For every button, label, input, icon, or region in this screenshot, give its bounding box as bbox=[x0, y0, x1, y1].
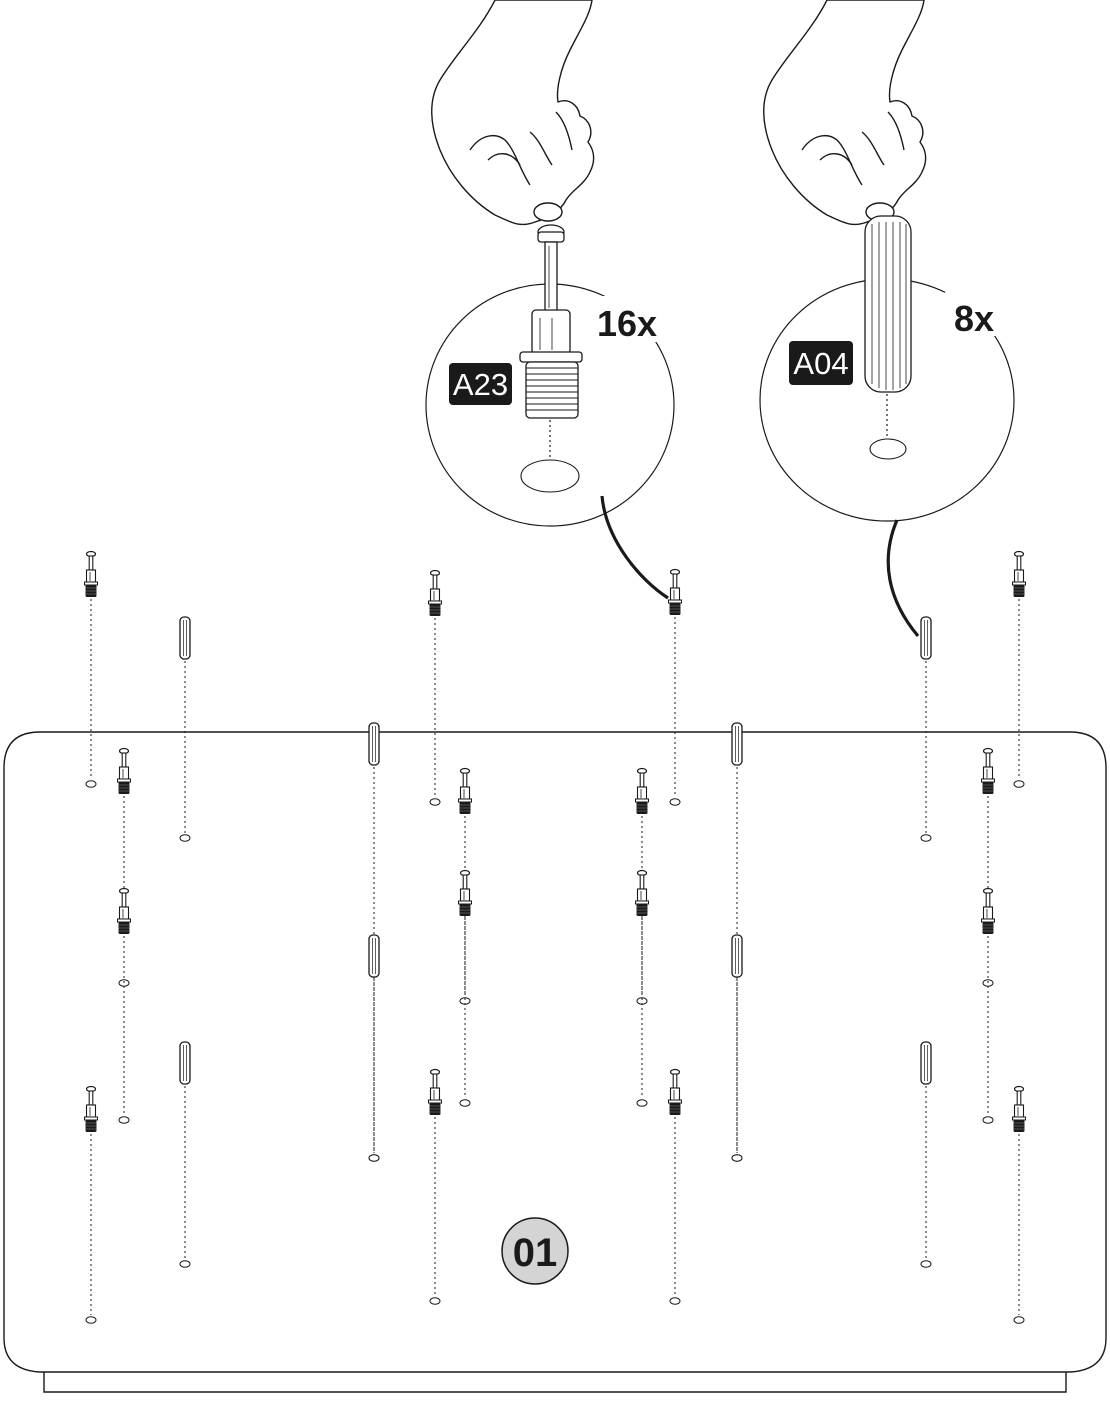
callout-a23-leader bbox=[600, 495, 669, 600]
callout-a04-leader bbox=[886, 519, 920, 638]
cam-bolt-fitting bbox=[83, 550, 99, 788]
cam-bolt-icon bbox=[457, 767, 473, 815]
hole-icon bbox=[1013, 1316, 1025, 1324]
cam-bolt-fitting bbox=[116, 747, 132, 987]
quantity-knockout-a04 bbox=[945, 292, 1001, 336]
hole-icon bbox=[179, 834, 191, 842]
dowel-fitting bbox=[179, 616, 191, 842]
cam-bolt-fitting bbox=[457, 869, 473, 1107]
cam-bolt-icon bbox=[519, 224, 583, 493]
cam-bolt-icon bbox=[980, 887, 996, 935]
dowel-icon bbox=[179, 616, 191, 660]
hole-icon bbox=[731, 1154, 743, 1162]
cam-bolt-icon bbox=[634, 767, 650, 815]
cam-bolt-fitting bbox=[427, 1068, 443, 1305]
cam-bolt-fitting bbox=[427, 569, 443, 806]
hole-icon bbox=[920, 834, 932, 842]
part-code-a23: A23 bbox=[453, 367, 508, 402]
cam-bolt-icon bbox=[427, 1068, 443, 1116]
cam-bolt-icon bbox=[1011, 550, 1027, 598]
hole-icon bbox=[179, 1260, 191, 1268]
hole-icon bbox=[429, 1297, 441, 1305]
panel-number-circle bbox=[501, 1217, 569, 1285]
cam-bolt-icon bbox=[116, 887, 132, 935]
panel-01 bbox=[3, 731, 1107, 1393]
hole-icon bbox=[85, 1316, 97, 1324]
dowel-icon bbox=[368, 934, 380, 978]
callout-a04: A04 8x bbox=[759, 0, 1015, 638]
cam-bolt-fitting bbox=[1011, 1085, 1027, 1324]
part-code-a04: A04 bbox=[793, 346, 848, 381]
panel-edge bbox=[43, 1372, 1067, 1393]
cam-bolt-icon bbox=[634, 869, 650, 917]
hand-icon bbox=[763, 0, 927, 226]
dowel-fitting bbox=[368, 934, 380, 1162]
dowel-icon bbox=[920, 616, 932, 660]
quantity-a23: 16x bbox=[597, 303, 657, 344]
dowel-fitting bbox=[179, 1041, 191, 1268]
part-code-badge-a23 bbox=[449, 363, 512, 405]
panel-number: 01 bbox=[513, 1231, 558, 1275]
hand-icon bbox=[431, 0, 595, 226]
dowel-icon bbox=[179, 1041, 191, 1085]
dowel-fitting bbox=[920, 1041, 932, 1268]
cam-bolt-fitting bbox=[667, 568, 683, 806]
hole-icon bbox=[669, 798, 681, 806]
dowel-fitting bbox=[368, 722, 380, 1162]
cam-bolt-icon bbox=[427, 569, 443, 617]
cam-bolt-fitting bbox=[116, 887, 132, 1124]
cam-bolt-fitting bbox=[667, 1068, 683, 1305]
dowel-fitting bbox=[731, 722, 743, 1162]
hole-icon bbox=[982, 1116, 994, 1124]
cam-bolt-icon bbox=[83, 1085, 99, 1133]
hole-icon bbox=[118, 1116, 130, 1124]
dowel-icon bbox=[864, 215, 912, 460]
cam-bolt-fitting bbox=[634, 869, 650, 1107]
hole-icon bbox=[429, 798, 441, 806]
quantity-a04: 8x bbox=[954, 298, 994, 339]
cam-bolt-icon bbox=[667, 1068, 683, 1116]
hole-icon bbox=[1013, 780, 1025, 788]
hole-icon bbox=[669, 1297, 681, 1305]
hole-icon bbox=[85, 780, 97, 788]
cam-bolt-icon bbox=[980, 747, 996, 795]
callout-a23: A23 16x bbox=[425, 0, 675, 600]
dowel-fitting bbox=[920, 616, 932, 842]
hole-icon bbox=[920, 1260, 932, 1268]
dowel-fitting bbox=[731, 934, 743, 1162]
cam-bolt-fitting bbox=[980, 747, 996, 987]
dowel-icon bbox=[731, 934, 743, 978]
cam-bolt-fitting bbox=[1011, 550, 1027, 788]
part-code-badge-a04 bbox=[789, 341, 853, 385]
dowel-icon bbox=[731, 722, 743, 766]
panel-outline bbox=[3, 731, 1107, 1373]
hole-icon bbox=[459, 1099, 471, 1107]
cam-bolt-icon bbox=[83, 550, 99, 598]
hole-icon bbox=[368, 1154, 380, 1162]
dowel-icon bbox=[368, 722, 380, 766]
quantity-knockout-a23 bbox=[594, 296, 660, 342]
cam-bolt-icon bbox=[667, 568, 683, 616]
cam-bolt-icon bbox=[116, 747, 132, 795]
cam-bolt-icon bbox=[457, 869, 473, 917]
cam-bolt-fitting bbox=[83, 1085, 99, 1324]
cam-bolt-fitting bbox=[980, 887, 996, 1124]
dowel-icon bbox=[920, 1041, 932, 1085]
fittings-layer bbox=[83, 550, 1027, 1324]
hole-icon bbox=[636, 1099, 648, 1107]
cam-bolt-icon bbox=[1011, 1085, 1027, 1133]
panel-number-badge: 01 bbox=[501, 1217, 569, 1285]
